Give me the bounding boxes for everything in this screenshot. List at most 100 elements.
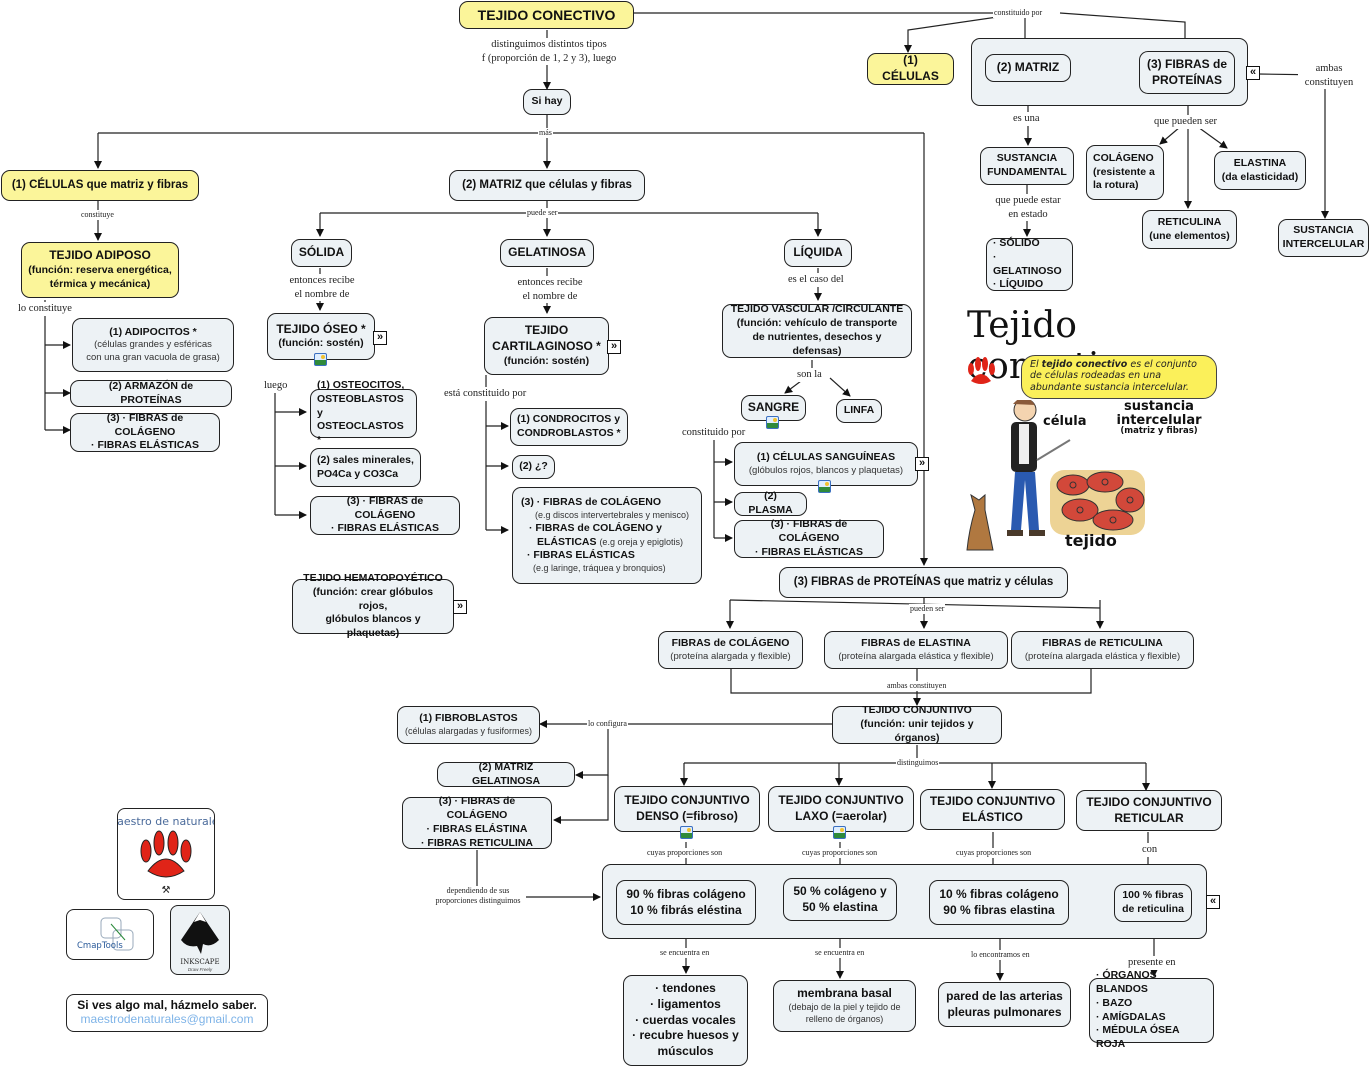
fibras-proteinas-node[interactable]: (3) FIBRAS de PROTEÍNAS bbox=[1139, 51, 1235, 94]
image-icon[interactable] bbox=[818, 480, 831, 493]
link-label-puede-ser: puede ser bbox=[526, 208, 559, 219]
tejido-adiposo-node[interactable]: TEJIDO ADIPOSO (función: reserva energét… bbox=[21, 242, 179, 298]
node-line: CONDROBLASTOS * bbox=[517, 427, 621, 439]
maestro-naturales-logo[interactable]: Maestro de naturales ⚒ bbox=[108, 808, 225, 900]
link-label-proporciones-3: cuyas proporciones son bbox=[955, 848, 1033, 859]
collapse-icon[interactable]: « bbox=[1206, 895, 1220, 909]
solida-node[interactable]: SÓLIDA bbox=[291, 239, 352, 267]
where-elastico-node[interactable]: pared de las arterias pleuras pulmonares bbox=[938, 982, 1071, 1027]
prop-laxo-node[interactable]: 50 % colágeno y 50 % elastina bbox=[783, 878, 897, 921]
image-icon[interactable] bbox=[314, 353, 327, 366]
collapse-icon[interactable]: « bbox=[1246, 66, 1260, 80]
oseo-fibras-node[interactable]: (3) · FIBRAS de COLÁGENO · FIBRAS ELÁSTI… bbox=[310, 494, 460, 535]
plasma-node[interactable]: (2) PLASMA bbox=[734, 490, 807, 516]
node-line: TEJIDO bbox=[524, 323, 569, 338]
node-line: 100 % fibras bbox=[1122, 889, 1184, 902]
fibras-elastina-node[interactable]: FIBRAS de ELASTINA (proteína alargada el… bbox=[824, 631, 1008, 669]
fibras-reticulina-node[interactable]: FIBRAS de RETICULINA (proteína alargada … bbox=[1011, 631, 1194, 669]
node-line: (3) · FIBRAS de COLÁGENO bbox=[346, 494, 424, 521]
celulas-que-matriz-node[interactable]: (1) CÉLULAS que matriz y fibras bbox=[1, 170, 199, 201]
node-line: ELASTINA bbox=[1233, 156, 1287, 169]
image-icon[interactable] bbox=[833, 826, 846, 839]
gelatinosa-node[interactable]: GELATINOSA bbox=[500, 239, 594, 267]
reticulina-node[interactable]: RETICULINA (une elementos) bbox=[1142, 210, 1237, 249]
conjuntivo-fibras-node[interactable]: (3) · FIBRAS de COLÁGENO · FIBRAS ELÁSTI… bbox=[402, 795, 552, 849]
node-line: · BAZO bbox=[1096, 996, 1133, 1009]
label-sustancia-intercelular: sustancia intercelular (matriz y fibras) bbox=[1103, 400, 1215, 436]
sustancia-intercelular-node[interactable]: SUSTANCIA INTERCELULAR bbox=[1278, 219, 1369, 257]
si-hay-node[interactable]: Si hay bbox=[523, 89, 571, 115]
elastina-node[interactable]: ELASTINA (da elasticidad) bbox=[1214, 151, 1306, 190]
tejido-vascular-node[interactable]: TEJIDO VASCULAR /CIRCULANTE (función: ve… bbox=[722, 303, 912, 358]
conjuntivo-reticular-node[interactable]: TEJIDO CONJUNTIVO RETICULAR bbox=[1076, 790, 1222, 831]
label-line: distinguimos distintos tipos bbox=[491, 39, 607, 50]
armazon-node[interactable]: (2) ARMAZÓN de PROTEÍNAS bbox=[70, 380, 232, 407]
email-link[interactable]: maestrodenaturales@gmail.com bbox=[80, 1012, 254, 1026]
prop-elastico-node[interactable]: 10 % fibras colágeno 90 % fibras elastin… bbox=[929, 880, 1069, 925]
feedback-box[interactable]: Si ves algo mal, házmelo saber. maestrod… bbox=[66, 994, 268, 1032]
matriz-gelatinosa-node[interactable]: (2) MATRIZ GELATINOSA bbox=[437, 761, 575, 787]
inkscape-logo[interactable]: INKSCAPE Draw Freely bbox=[170, 905, 230, 975]
cmaptools-logo[interactable]: CmapTools bbox=[66, 909, 154, 960]
tejido-cartilaginoso-node[interactable]: TEJIDO CARTILAGINOSO * (función: sostén) bbox=[484, 317, 609, 375]
expand-icon[interactable]: » bbox=[915, 457, 929, 471]
link-label-mas: más bbox=[538, 128, 553, 139]
adipocitos-node[interactable]: (1) ADIPOCITOS * (células grandes y esfé… bbox=[72, 318, 234, 372]
node-line: · FIBRAS ELÁSTICAS bbox=[527, 549, 635, 562]
adiposo-fibras-node[interactable]: (3) · FIBRAS de COLÁGENO · FIBRAS ELÁSTI… bbox=[70, 412, 220, 452]
expand-icon[interactable]: » bbox=[373, 331, 387, 345]
inkscape-tagline: Draw Freely bbox=[188, 967, 213, 972]
colageno-node[interactable]: COLÁGENO (resistente a la rotura) bbox=[1086, 145, 1164, 200]
node-line: TEJIDO VASCULAR /CIRCULANTE bbox=[730, 303, 904, 316]
link-label-ambas: ambas constituyen bbox=[1298, 62, 1360, 90]
node-line: FUNDAMENTAL bbox=[987, 166, 1067, 178]
expand-icon[interactable]: » bbox=[607, 340, 621, 354]
conjuntivo-denso-node[interactable]: TEJIDO CONJUNTIVO DENSO (=fibroso) bbox=[614, 786, 760, 832]
liquida-node[interactable]: LÍQUIDA bbox=[784, 239, 852, 267]
conjuntivo-laxo-node[interactable]: TEJIDO CONJUNTIVO LAXO (=aerolar) bbox=[768, 786, 914, 832]
node-line: PO4Ca y CO3Ca bbox=[317, 467, 399, 480]
linfa-node[interactable]: LINFA bbox=[836, 399, 882, 423]
matriz-que-celulas-node[interactable]: (2) MATRIZ que células y fibras bbox=[449, 170, 645, 201]
node-line: · FIBRAS de COLÁGENO y bbox=[529, 521, 663, 534]
speech-bubble: El tejido conectivo es el conjunto de cé… bbox=[1021, 355, 1217, 399]
expand-icon[interactable]: » bbox=[453, 600, 467, 614]
node-line: FIBRAS de ELASTINA bbox=[861, 636, 971, 649]
celulas-sanguineas-node[interactable]: (1) CÉLULAS SANGUÍNEAS (glóbulos rojos, … bbox=[734, 442, 918, 486]
matriz-node[interactable]: (2) MATRIZ bbox=[985, 54, 1071, 82]
sangre-fibras-node[interactable]: (3) · FIBRAS de COLÁGENO · FIBRAS ELÁSTI… bbox=[734, 518, 884, 558]
image-icon[interactable] bbox=[680, 826, 693, 839]
link-label-presente-en: presente en bbox=[1127, 956, 1177, 970]
where-denso-node[interactable]: · tendones · ligamentos · cuerdas vocale… bbox=[623, 975, 748, 1066]
node-line: SUSTANCIA bbox=[1293, 224, 1354, 237]
fibras-proteinas-que-node[interactable]: (3) FIBRAS de PROTEÍNAS que matriz y cél… bbox=[779, 567, 1068, 598]
image-icon[interactable] bbox=[766, 416, 779, 429]
osteocitos-node[interactable]: (1) OSTEOCITOS, OSTEOBLASTOS y OSTEOCLAS… bbox=[310, 379, 417, 446]
node-line: (da elasticidad) bbox=[1221, 170, 1299, 183]
conjuntivo-elastico-node[interactable]: TEJIDO CONJUNTIVO ELÁSTICO bbox=[920, 789, 1065, 830]
title-node[interactable]: TEJIDO CONECTIVO bbox=[459, 1, 634, 29]
condrocitos-node[interactable]: (1) CONDROCITOS y CONDROBLASTOS * bbox=[510, 408, 628, 446]
cartilago-fibras-node[interactable]: (3) · FIBRAS de COLÁGENO (e.g discos int… bbox=[512, 487, 702, 584]
cartilago-2-node[interactable]: (2) ¿? bbox=[512, 455, 555, 479]
fibras-colageno-node[interactable]: FIBRAS de COLÁGENO (proteína alargada y … bbox=[658, 631, 803, 669]
tejido-conjuntivo-node[interactable]: TEJIDO CONJUNTIVO (función: unir tejidos… bbox=[832, 704, 1002, 744]
label-line: f (proporción de 1, 2 y 3), luego bbox=[481, 52, 617, 64]
sustancia-fundamental-node[interactable]: SUSTANCIA FUNDAMENTAL bbox=[980, 147, 1074, 185]
link-label-lo-encontramos: lo encontramos en bbox=[970, 950, 1031, 961]
node-line: CARTILAGINOSO * bbox=[492, 339, 601, 354]
node-line: LAXO (=aerolar) bbox=[795, 809, 887, 823]
hematopoyetico-node[interactable]: TEJIDO HEMATOPOYÉTICO (función: crear gl… bbox=[292, 572, 454, 639]
label-line: (matriz y fibras) bbox=[1120, 426, 1198, 437]
node-line: · ÓRGANOS BLANDOS bbox=[1096, 968, 1157, 995]
sales-minerales-node[interactable]: (2) sales minerales, PO4Ca y CO3Ca bbox=[310, 448, 421, 487]
prop-denso-node[interactable]: 90 % fibras colágeno 10 % fibrás eléstin… bbox=[616, 880, 756, 925]
cmaptools-icon: CmapTools bbox=[77, 917, 134, 951]
fibroblastos-node[interactable]: (1) FIBROBLASTOS (células alargadas y fu… bbox=[397, 706, 540, 744]
prop-reticular-node[interactable]: 100 % fibras de reticulina bbox=[1114, 884, 1192, 922]
estados-node[interactable]: · SÓLIDO · GELATINOSO · LÍQUIDO bbox=[986, 237, 1073, 291]
where-laxo-node[interactable]: membrana basal (debajo de la piel y teji… bbox=[773, 980, 916, 1032]
where-reticular-node[interactable]: · ÓRGANOS BLANDOS · BAZO · AMÍGDALAS · M… bbox=[1089, 969, 1214, 1050]
node-line: INTERCELULAR bbox=[1282, 238, 1365, 250]
celulas-node[interactable]: (1) CÉLULAS bbox=[867, 53, 954, 85]
